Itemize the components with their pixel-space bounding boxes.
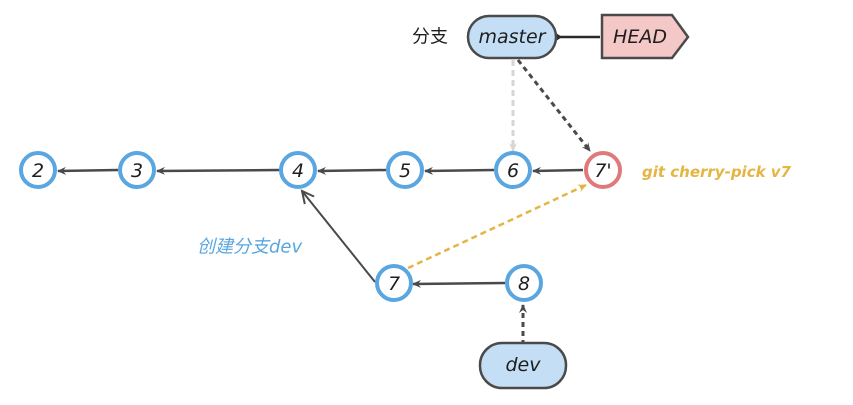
commit-circle bbox=[279, 151, 317, 189]
branch-dev[interactable]: dev bbox=[478, 341, 568, 390]
commit-node-c7p[interactable]: 7' bbox=[584, 151, 622, 189]
branch-master-label: master bbox=[478, 26, 546, 48]
edge-7p-to-6 bbox=[532, 166, 584, 175]
commit-label: 5 bbox=[399, 160, 411, 182]
commit-node-c4[interactable]: 4 bbox=[279, 151, 317, 189]
branch-dev-label: dev bbox=[506, 354, 542, 376]
edge-4-to-3 bbox=[156, 166, 281, 175]
commit-node-c2[interactable]: 2 bbox=[19, 151, 57, 189]
commit-circle bbox=[375, 264, 413, 302]
head-label: HEAD bbox=[613, 26, 667, 48]
cherry-pick-annotation: git cherry-pick v7 bbox=[642, 163, 792, 181]
commit-circle bbox=[505, 264, 543, 302]
commit-node-c5[interactable]: 5 bbox=[386, 151, 424, 189]
edge-3-to-2 bbox=[57, 166, 119, 175]
commits: 2 3 4 5 6 7' 7 8 bbox=[19, 151, 622, 302]
commit-circle bbox=[19, 151, 57, 189]
edges bbox=[57, 33, 600, 345]
commit-label: 7' bbox=[594, 160, 611, 182]
commit-label: 4 bbox=[292, 160, 304, 182]
commit-circle bbox=[584, 151, 622, 189]
commit-label: 6 bbox=[507, 160, 519, 182]
commit-label: 2 bbox=[32, 160, 44, 182]
commit-node-c8[interactable]: 8 bbox=[505, 264, 543, 302]
edge-master-to-7p bbox=[516, 59, 592, 152]
edge-6-to-5 bbox=[424, 166, 495, 175]
head-pointer[interactable]: HEAD bbox=[600, 13, 690, 60]
commit-circle bbox=[494, 151, 532, 189]
edge-5-to-4 bbox=[317, 166, 387, 175]
commit-node-c7[interactable]: 7 bbox=[375, 264, 413, 302]
commit-circle bbox=[118, 151, 156, 189]
commit-label: 8 bbox=[518, 273, 530, 295]
create-branch-annotation: 创建分支dev bbox=[197, 237, 302, 258]
commit-label: 3 bbox=[131, 160, 143, 182]
branch-master[interactable]: 分支 master bbox=[412, 14, 558, 60]
commit-node-c3[interactable]: 3 bbox=[118, 151, 156, 189]
commit-circle bbox=[386, 151, 424, 189]
edge-7-to-4 bbox=[302, 191, 376, 283]
edge-cherry-pick bbox=[407, 183, 587, 270]
commit-node-c6[interactable]: 6 bbox=[494, 151, 532, 189]
branch-prefix-label: 分支 bbox=[412, 27, 448, 48]
commit-label: 7 bbox=[388, 273, 400, 295]
edge-8-to-7 bbox=[412, 279, 506, 288]
